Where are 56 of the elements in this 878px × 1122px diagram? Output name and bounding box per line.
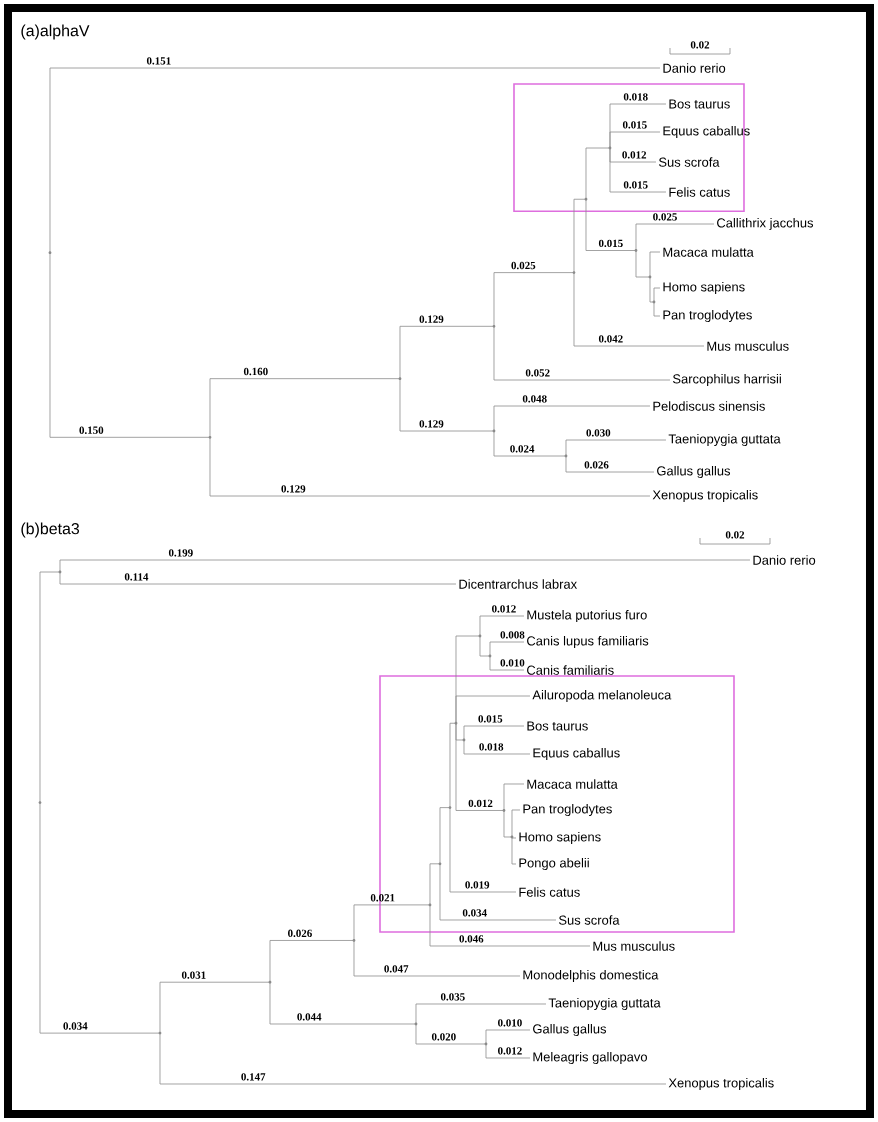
tree-branch [439, 807, 451, 865]
tree-branch [49, 67, 661, 254]
tree-branch [653, 287, 661, 303]
tree-branch [485, 1029, 531, 1045]
tree-branch [649, 276, 655, 303]
tree-branch [573, 198, 587, 273]
tree-branch [39, 802, 161, 1034]
tree-branch [159, 981, 271, 1034]
tree-branch [479, 635, 491, 657]
tree-branch [429, 863, 441, 906]
tree-branch [429, 904, 591, 947]
tree-branch [485, 1043, 531, 1059]
tree-branch [573, 272, 705, 347]
tree-branch [609, 147, 667, 193]
tree-branch [209, 378, 401, 438]
tree-branch [511, 836, 517, 865]
tree-branch [489, 641, 525, 657]
tree-branch [511, 809, 521, 838]
tree-branch [493, 272, 575, 327]
tree-branch [493, 325, 671, 381]
tree-branch [449, 807, 517, 893]
tree-branch [493, 430, 567, 457]
tree-branch [39, 571, 61, 803]
tree-branch [415, 1023, 487, 1045]
tree-branch [399, 378, 495, 432]
tree-branch [585, 198, 637, 251]
tree-branch [565, 455, 655, 473]
tree-branch [565, 439, 667, 457]
tree-branch [449, 722, 457, 808]
tree-branch [415, 1003, 547, 1025]
tree-branch [159, 1032, 667, 1085]
tree-branch [635, 250, 651, 278]
tree-branch [503, 783, 525, 811]
tree-branch [399, 325, 495, 380]
tree-branch [59, 559, 751, 573]
tree-branch [353, 940, 521, 977]
tree-branch [59, 571, 457, 585]
tree-branch [209, 436, 651, 497]
tree-branch [269, 981, 417, 1025]
tree-branch [49, 252, 211, 438]
tree-branch [439, 863, 557, 921]
tree-branch [489, 655, 525, 671]
tree-branch [353, 904, 431, 941]
tree-branch [463, 725, 525, 741]
tree-branch [455, 722, 505, 811]
tree-branch [503, 810, 513, 838]
tree-branch [649, 251, 661, 278]
tree-branch [463, 739, 531, 755]
tree-branch [585, 147, 611, 200]
tree-branch [269, 940, 355, 983]
tree-branch [609, 131, 661, 149]
tree-branch [493, 405, 651, 432]
tree-branch [479, 615, 525, 637]
tree-branch [635, 223, 715, 251]
tree-branch [653, 301, 661, 317]
tree-branch [455, 695, 531, 724]
